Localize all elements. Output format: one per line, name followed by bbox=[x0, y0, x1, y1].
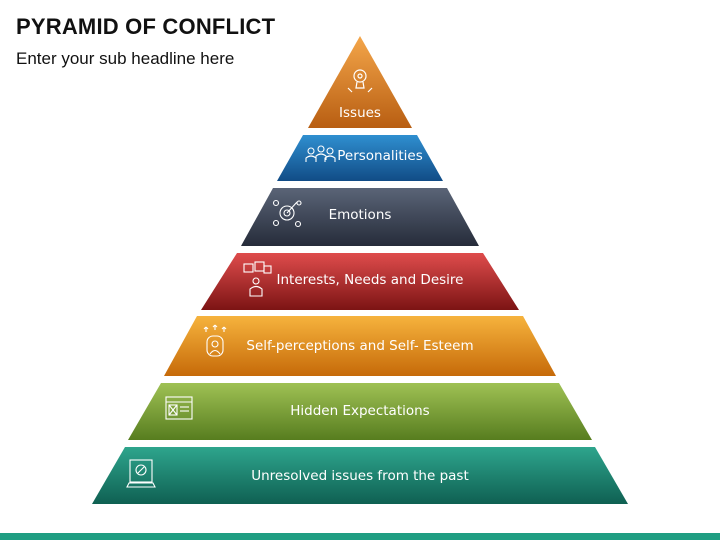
level-label: Interests, Needs and Desire bbox=[277, 272, 464, 288]
people-group-icon bbox=[305, 145, 336, 162]
person-thoughts-icon bbox=[243, 261, 272, 297]
pyramid-level-issues: Issues bbox=[308, 36, 412, 128]
pyramid-level-unresolved-issues: Unresolved issues from the past bbox=[92, 447, 628, 504]
footer-bar bbox=[0, 533, 720, 540]
pyramid-level-emotions: Emotions bbox=[241, 188, 479, 246]
level-label: Issues bbox=[339, 105, 381, 121]
lightbulb-gear-icon bbox=[347, 69, 373, 93]
level-label: Emotions bbox=[329, 207, 392, 223]
pyramid-level-interests: Interests, Needs and Desire bbox=[201, 253, 519, 310]
page-title: PYRAMID OF CONFLICT bbox=[16, 14, 276, 39]
self-reflection-icon bbox=[203, 324, 227, 357]
document-chart-icon bbox=[165, 396, 193, 420]
page-subtitle: Enter your sub headline here bbox=[16, 49, 235, 68]
level-label: Personalities bbox=[337, 148, 423, 164]
target-network-icon bbox=[272, 199, 302, 228]
pyramid-level-personalities: Personalities bbox=[277, 135, 443, 181]
pyramid-level-hidden-expectations: Hidden Expectations bbox=[128, 383, 592, 440]
level-label: Hidden Expectations bbox=[290, 403, 429, 419]
laptop-icon bbox=[126, 459, 156, 488]
level-label: Unresolved issues from the past bbox=[251, 468, 469, 484]
level-label: Self-perceptions and Self- Esteem bbox=[246, 338, 473, 354]
pyramid-level-self-perceptions: Self-perceptions and Self- Esteem bbox=[164, 316, 556, 376]
